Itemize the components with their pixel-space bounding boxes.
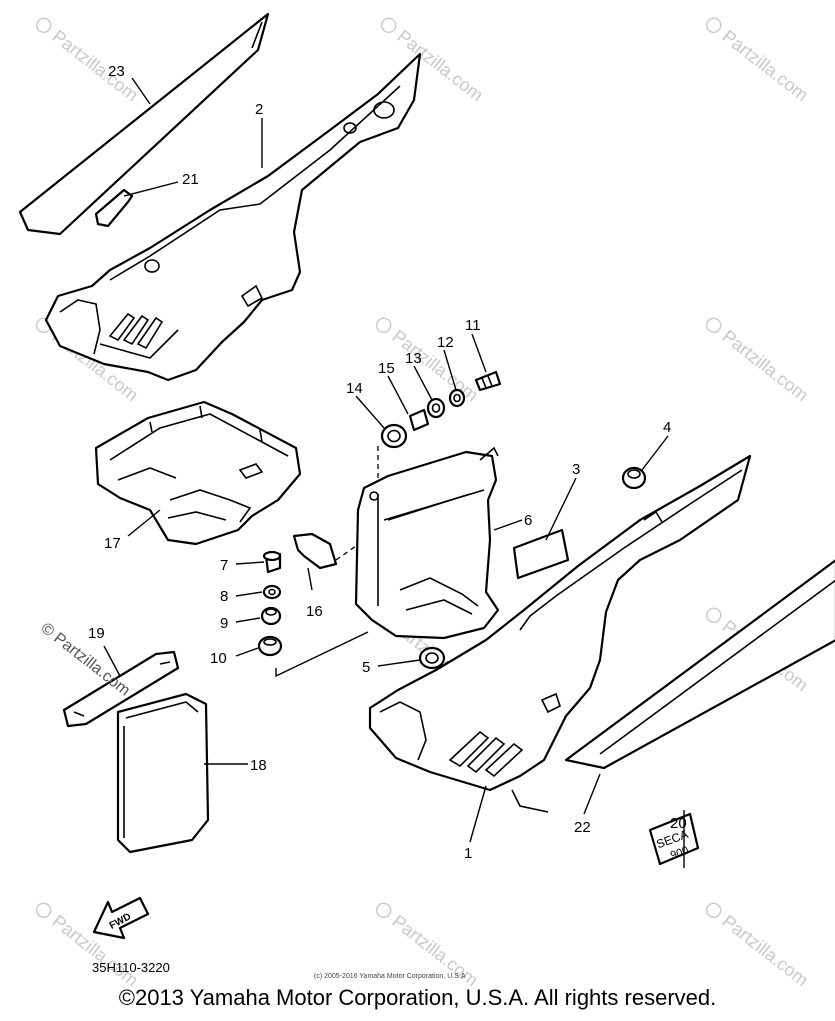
fwd-arrow: FWD [92, 896, 150, 940]
part-17-battery-tray [94, 400, 302, 546]
callout-14: 14 [346, 380, 363, 397]
callout-2: 2 [255, 101, 263, 118]
svg-text:Partzilla.com: Partzilla.com [719, 326, 813, 405]
part-4-grommet [621, 466, 647, 490]
callout-13: 13 [405, 350, 422, 367]
callout-6: 6 [524, 512, 532, 529]
callout-7: 7 [220, 557, 228, 574]
emblem-900: 900 [669, 844, 690, 862]
callouts: 23 2 21 11 12 13 15 14 4 3 6 17 7 8 9 10… [88, 63, 687, 862]
callout-23: 23 [108, 63, 125, 80]
callout-12: 12 [437, 334, 454, 351]
part-1-side-cover [368, 454, 752, 813]
callout-22: 22 [574, 819, 591, 836]
hardware-stack [377, 370, 502, 490]
part-2-side-cover [44, 52, 422, 382]
callout-11: 11 [465, 317, 481, 334]
callout-4: 4 [663, 419, 671, 436]
callout-1: 1 [464, 845, 472, 862]
part-3-label [512, 528, 570, 580]
side-watermark: © Partzilla.com [38, 620, 133, 700]
part-18-box [116, 692, 210, 854]
part-21-emblem [94, 188, 134, 228]
svg-text:Partzilla.com: Partzilla.com [389, 326, 483, 405]
callout-9: 9 [220, 615, 228, 632]
callout-16: 16 [306, 603, 323, 620]
svg-text:Partzilla.com: Partzilla.com [719, 26, 813, 105]
part-16-clip [292, 532, 357, 570]
leader-lines [103, 77, 685, 868]
callout-18: 18 [250, 757, 267, 774]
svg-text:Partzilla.com: Partzilla.com [49, 26, 143, 105]
callout-20: 20 [670, 815, 687, 832]
part-6-bracket [354, 446, 500, 640]
catalog-code: 35H110-3220 [92, 960, 170, 975]
part-22-stripe [564, 559, 835, 770]
callout-21: 21 [182, 171, 199, 188]
copyright-notice: ©2013 Yamaha Motor Corporation, U.S.A. A… [118, 985, 717, 1010]
hardware-left [257, 550, 369, 678]
part-19-strap [62, 650, 180, 728]
callout-10: 10 [210, 650, 227, 667]
part-23-stripe [18, 12, 270, 236]
svg-text:Partzilla.com: Partzilla.com [719, 911, 813, 990]
callout-15: 15 [378, 360, 395, 377]
callout-19: 19 [88, 625, 105, 642]
callout-8: 8 [220, 588, 228, 605]
callout-3: 3 [572, 461, 580, 478]
callout-5: 5 [362, 659, 370, 676]
callout-17: 17 [104, 535, 121, 552]
small-copyright: (c) 2005-2016 Yamaha Motor Corporation, … [314, 973, 466, 980]
